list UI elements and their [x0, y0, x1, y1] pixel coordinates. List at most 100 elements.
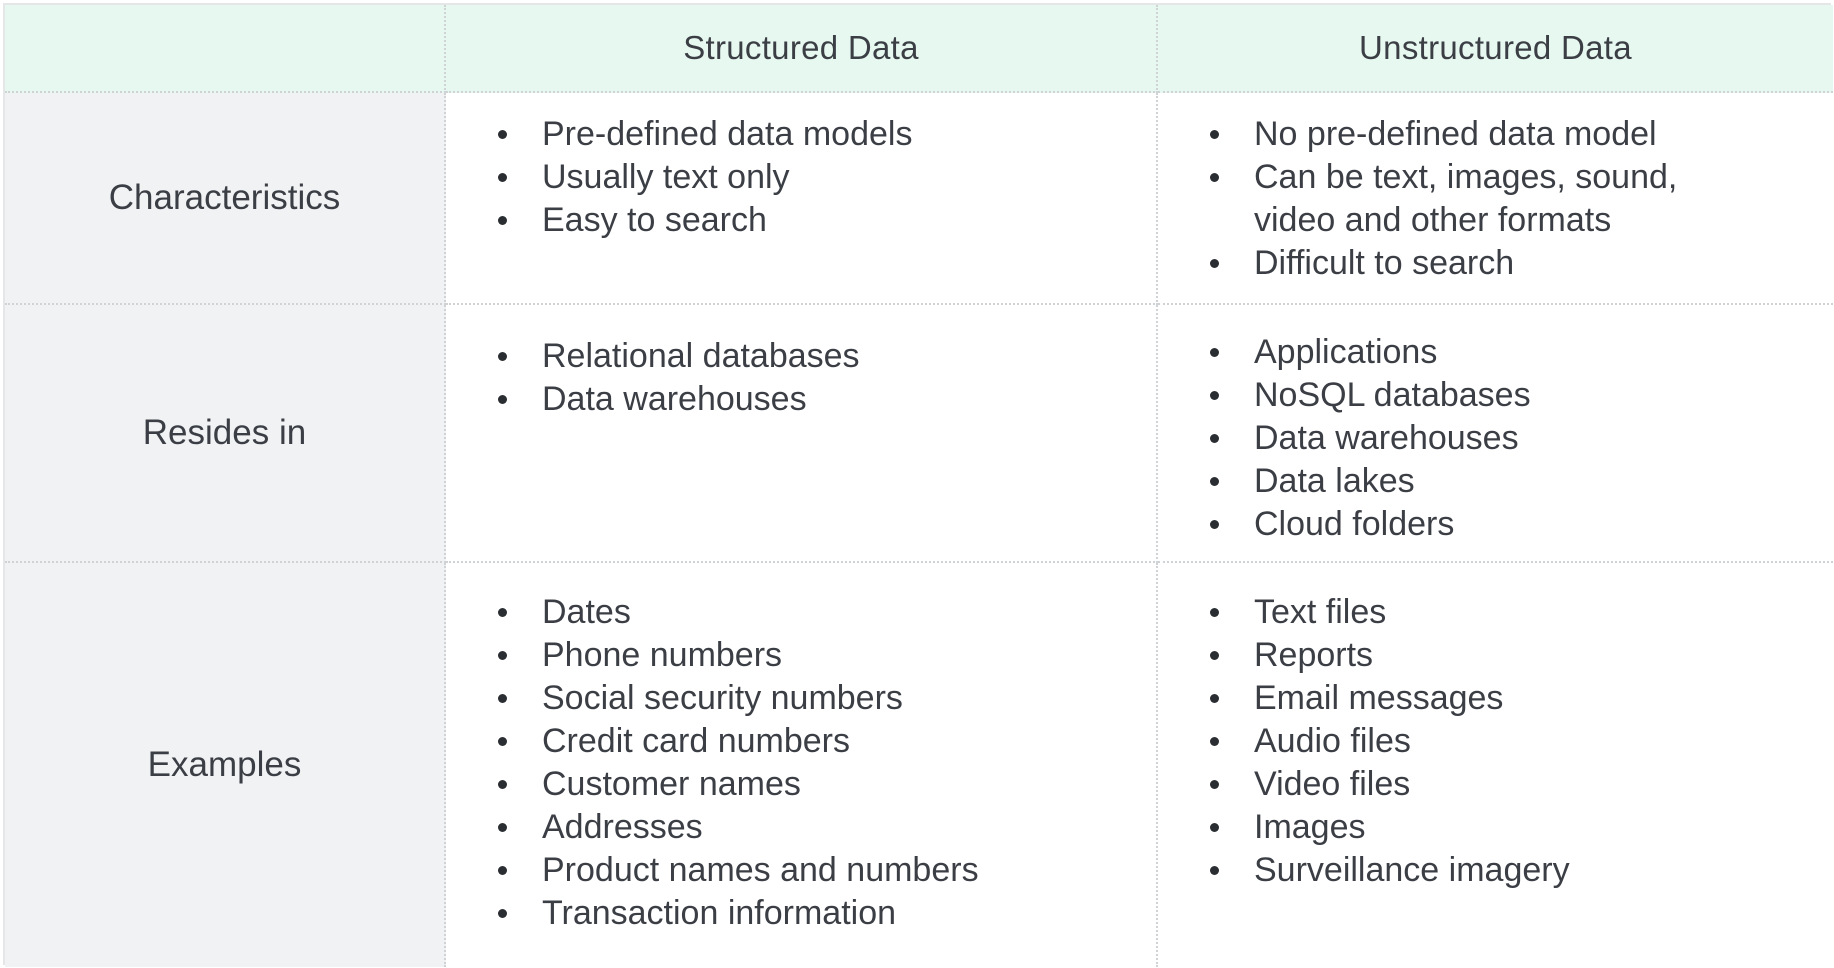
bullet-icon [498, 780, 507, 789]
list-item-text: Audio files [1254, 722, 1411, 760]
list-item-text: Images [1254, 808, 1366, 846]
list-item: Product names and numbers [498, 849, 1146, 892]
list-item: Pre-defined data models [498, 113, 1146, 156]
list-item-text: Phone numbers [542, 636, 783, 674]
list-item: Reports [1210, 634, 1823, 677]
list-item: Cloud folders [1210, 503, 1823, 546]
list-item-text: Product names and numbers [542, 851, 979, 889]
bullet-icon [1210, 651, 1219, 660]
list-item: Surveillance imagery [1210, 849, 1823, 892]
list-item-text: Pre-defined data models [542, 115, 913, 153]
bullet-icon [498, 651, 507, 660]
row-label-characteristics: Characteristics [5, 93, 446, 305]
bullet-icon [1210, 866, 1219, 875]
list-item-text: Customer names [542, 765, 801, 803]
header-structured-data: Structured Data [446, 5, 1158, 93]
bullet-icon [1210, 823, 1219, 832]
list-item-text: Video files [1254, 765, 1411, 803]
bullet-icon [1210, 737, 1219, 746]
list-item-text: Cloud folders [1254, 505, 1455, 543]
list-item: Data lakes [1210, 460, 1823, 503]
bullet-icon [1210, 434, 1219, 443]
bullet-icon [498, 130, 507, 139]
list-item: Usually text only [498, 156, 1146, 199]
list-item-text: Dates [542, 593, 631, 631]
list-item: Data warehouses [498, 378, 1146, 421]
list-item-text: Reports [1254, 636, 1374, 674]
list-item-text: Can be text, images, sound, video and ot… [1254, 158, 1678, 239]
header-corner-cell [5, 5, 446, 93]
list-item-text: NoSQL databases [1254, 376, 1531, 414]
bullet-icon [498, 866, 507, 875]
bullet-icon [498, 694, 507, 703]
list-item: Images [1210, 806, 1823, 849]
list-item-text: Difficult to search [1254, 244, 1515, 282]
bullet-icon [1210, 391, 1219, 400]
list-item-text: Data lakes [1254, 462, 1415, 500]
bullet-icon [1210, 780, 1219, 789]
list-item: Easy to search [498, 199, 1146, 242]
list-item-text: Surveillance imagery [1254, 851, 1570, 889]
row-label-examples: Examples [5, 563, 446, 967]
comparison-table: Structured Data Unstructured Data Charac… [3, 3, 1833, 967]
list-item: Can be text, images, sound, video and ot… [1210, 156, 1713, 242]
list-item-text: Relational databases [542, 337, 860, 375]
list-item: Relational databases [498, 335, 1146, 378]
list-item: Phone numbers [498, 634, 1146, 677]
bullet-icon [1210, 348, 1219, 357]
list-item: Data warehouses [1210, 417, 1823, 460]
bullet-icon [1210, 477, 1219, 486]
list-item: NoSQL databases [1210, 374, 1823, 417]
list-item-text: Data warehouses [542, 380, 807, 418]
list-item-text: Applications [1254, 333, 1438, 371]
list-item-text: Addresses [542, 808, 703, 846]
list-item: Audio files [1210, 720, 1823, 763]
bullet-icon [1210, 608, 1219, 617]
list-item-text: Transaction information [542, 894, 897, 932]
list-item-text: Credit card numbers [542, 722, 851, 760]
list-item: Video files [1210, 763, 1823, 806]
list-item: Text files [1210, 591, 1823, 634]
bullet-icon [1210, 173, 1219, 182]
list-item-text: Data warehouses [1254, 419, 1519, 457]
bullet-icon [498, 608, 507, 617]
list-item: Social security numbers [498, 677, 1146, 720]
list-item: Dates [498, 591, 1146, 634]
bullet-icon [1210, 130, 1219, 139]
row-label-resides-in: Resides in [5, 305, 446, 563]
list-item-text: No pre-defined data model [1254, 115, 1657, 153]
list-item: Addresses [498, 806, 1146, 849]
bullet-icon [498, 737, 507, 746]
list-item-text: Usually text only [542, 158, 790, 196]
bullet-icon [498, 395, 507, 404]
list-item-text: Email messages [1254, 679, 1504, 717]
bullet-icon [498, 216, 507, 225]
bullet-icon [498, 173, 507, 182]
list-item-text: Social security numbers [542, 679, 903, 717]
list-item-text: Easy to search [542, 201, 767, 239]
list-item: Customer names [498, 763, 1146, 806]
list-item: Email messages [1210, 677, 1823, 720]
list-item: Difficult to search [1210, 242, 1713, 285]
bullet-icon [1210, 520, 1219, 529]
bullet-icon [498, 909, 507, 918]
bullet-icon [1210, 259, 1219, 268]
list-item-text: Text files [1254, 593, 1387, 631]
bullet-icon [498, 823, 507, 832]
bullet-icon [1210, 694, 1219, 703]
list-item: No pre-defined data model [1210, 113, 1713, 156]
list-item: Transaction information [498, 892, 1146, 935]
bullet-icon [498, 352, 507, 361]
list-item: Credit card numbers [498, 720, 1146, 763]
